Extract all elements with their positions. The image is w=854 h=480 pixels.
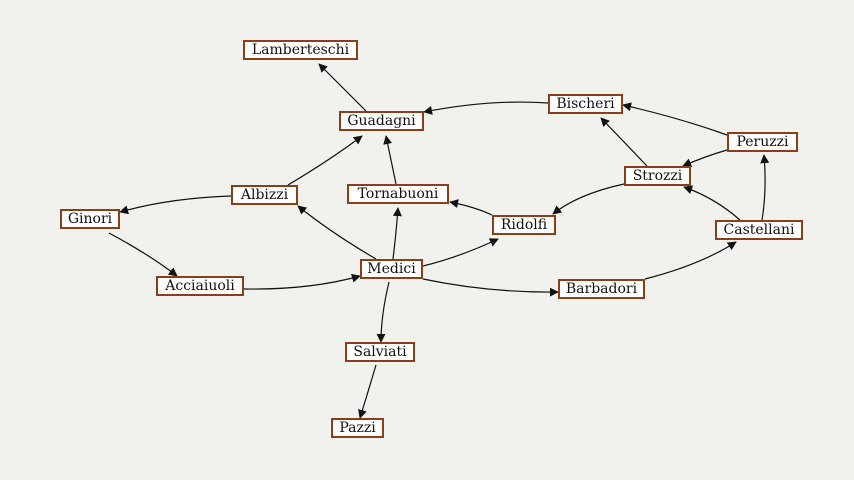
edge-albizzi-to-guadagni xyxy=(287,135,363,186)
node-ginori[interactable]: Ginori xyxy=(60,209,120,229)
edge-ginori-to-acciaiuoli xyxy=(108,232,178,277)
node-lamberteschi[interactable]: Lamberteschi xyxy=(243,40,358,60)
node-ridolfi[interactable]: Ridolfi xyxy=(492,215,556,235)
node-tornabuoni[interactable]: Tornabuoni xyxy=(347,184,449,204)
edge-peruzzi-to-strozzi xyxy=(682,149,728,167)
node-pazzi[interactable]: Pazzi xyxy=(331,418,384,438)
edge-salviati-to-pazzi xyxy=(358,364,377,419)
edge-medici-to-salviati xyxy=(376,281,390,343)
node-barbadori[interactable]: Barbadori xyxy=(558,279,645,299)
edge-peruzzi-to-bischeri xyxy=(622,102,728,136)
edge-bischeri-to-guadagni xyxy=(423,101,549,115)
node-peruzzi[interactable]: Peruzzi xyxy=(727,132,798,152)
edge-medici-to-barbadori xyxy=(422,278,559,297)
node-guadagni[interactable]: Guadagni xyxy=(339,111,424,131)
edge-guadagni-to-lamberteschi xyxy=(318,63,367,112)
edge-medici-to-albizzi xyxy=(297,205,377,260)
node-albizzi[interactable]: Albizzi xyxy=(231,185,298,205)
edge-castellani-to-peruzzi xyxy=(760,154,770,221)
edge-strozzi-to-ridolfi xyxy=(552,183,625,215)
node-strozzi[interactable]: Strozzi xyxy=(624,166,691,186)
node-castellani[interactable]: Castellani xyxy=(715,220,803,240)
node-acciaiuoli[interactable]: Acciaiuoli xyxy=(156,276,244,296)
node-medici[interactable]: Medici xyxy=(360,259,423,279)
edge-albizzi-to-ginori xyxy=(119,195,232,215)
edge-medici-to-ridolfi xyxy=(422,238,499,267)
edge-strozzi-to-bischeri xyxy=(600,117,648,167)
node-salviati[interactable]: Salviati xyxy=(345,342,415,362)
edge-tornabuoni-to-guadagni xyxy=(383,135,397,185)
node-bischeri[interactable]: Bischeri xyxy=(548,94,623,114)
edge-ridolfi-to-tornabuoni xyxy=(449,199,493,216)
edge-acciaiuoli-to-medici xyxy=(243,273,361,290)
edge-medici-to-tornabuoni xyxy=(392,207,402,260)
edge-barbadori-to-castellani xyxy=(644,241,737,280)
edge-castellani-to-strozzi xyxy=(683,185,741,221)
